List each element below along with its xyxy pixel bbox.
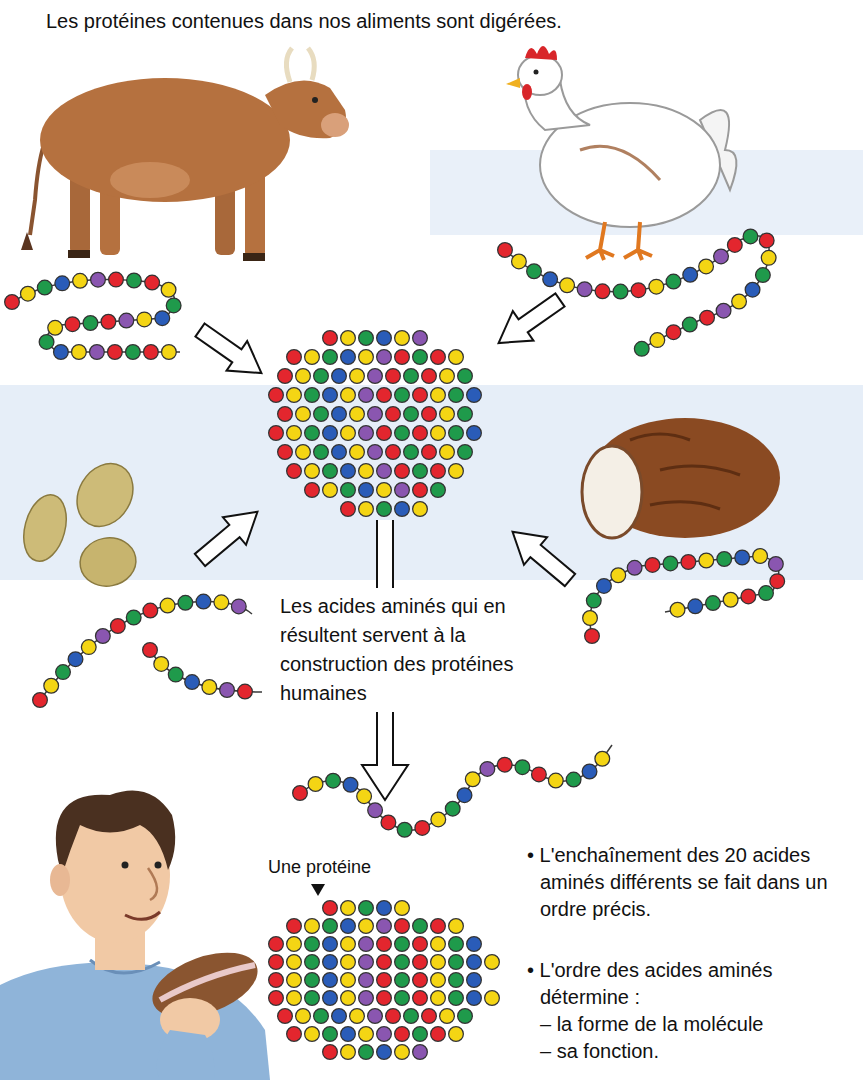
sub-item: – la forme de la molécule (540, 1011, 840, 1038)
bread (582, 418, 780, 538)
beans (17, 453, 144, 590)
sub-item: – sa fonction. (540, 1038, 840, 1065)
bullet-note: • L'enchaînement des 20 acides aminés di… (527, 842, 862, 923)
man-eating (0, 791, 270, 1080)
digestion-arrows (188, 285, 581, 594)
chicken (506, 46, 736, 260)
pointer-triangle (311, 884, 325, 896)
amino-acid-chains (12, 236, 779, 831)
protein-label: Une protéine (268, 856, 371, 878)
diagram-title: Les protéines contenues dans nos aliment… (46, 8, 562, 34)
cow (21, 48, 349, 261)
bullet-note: • L'ordre des acides aminés détermine : (527, 957, 862, 1011)
process-note: Les acides aminés qui en résultent serve… (278, 592, 544, 708)
amino-acid-pool (276, 338, 492, 509)
folded-protein (276, 908, 510, 1052)
